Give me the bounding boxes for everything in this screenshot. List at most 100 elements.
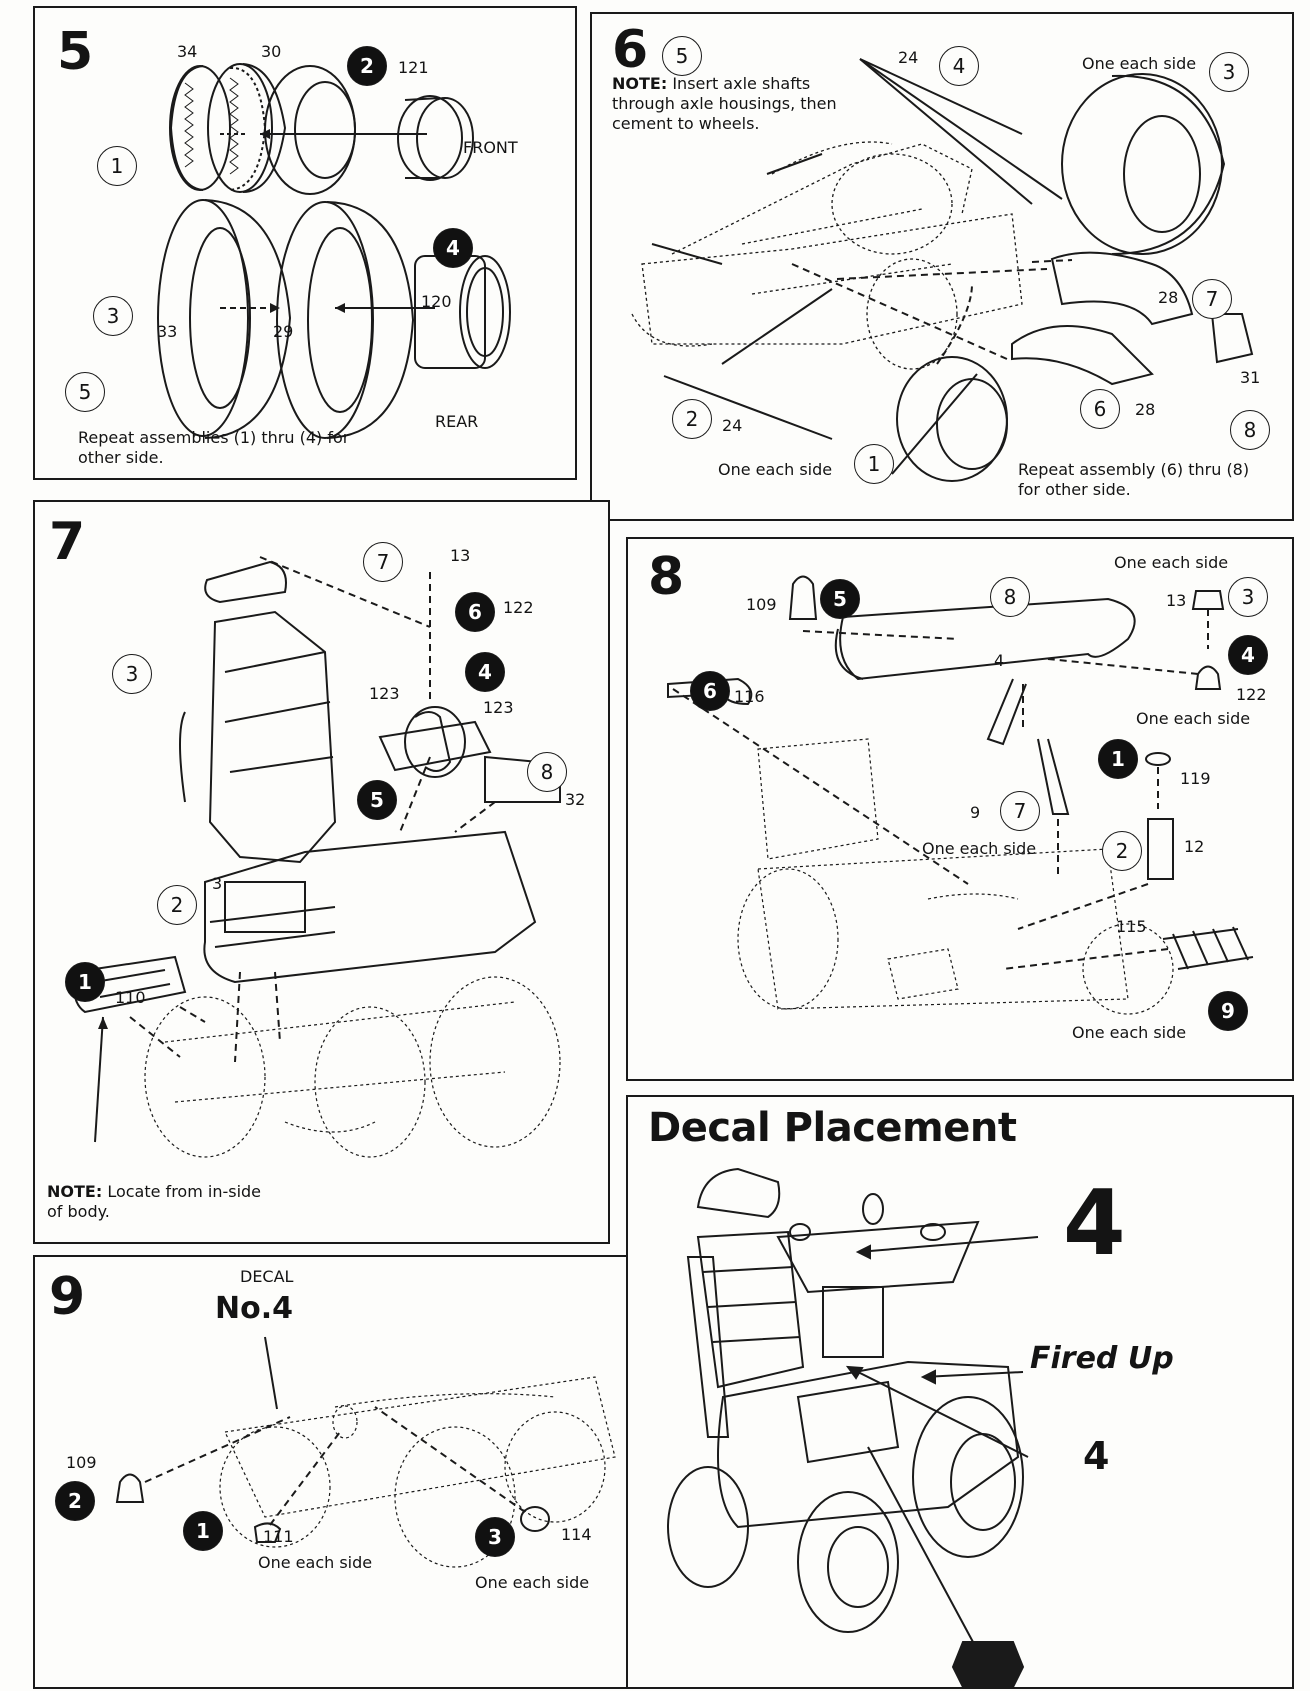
part-label: 123	[369, 684, 400, 703]
part-label: 121	[398, 58, 429, 77]
step-5-panel: 5	[33, 6, 577, 480]
part-label: One each side	[1136, 709, 1251, 728]
part-label: 116	[734, 687, 765, 706]
callout-circle: 7	[363, 542, 403, 582]
part-label: 12	[1184, 837, 1205, 856]
callout-circle: 5	[65, 372, 105, 412]
step-6-panel: 6	[590, 12, 1294, 521]
front-wheel-assembly-drawing	[157, 63, 511, 439]
callout-circle: 3	[1209, 52, 1249, 92]
fired-up-decal-text: Fired Up	[1030, 1341, 1174, 1376]
part-label: 13	[450, 546, 471, 565]
decal-placement-panel: Decal Placement	[626, 1095, 1294, 1689]
part-label: 31	[1240, 368, 1261, 387]
part-label: 24	[722, 416, 743, 435]
callout-circle: 6	[690, 671, 730, 711]
callout-circle: 5	[662, 36, 702, 76]
part-label: 9	[970, 803, 981, 822]
step-number: 5	[57, 22, 93, 82]
part-label: FRONT	[463, 138, 518, 157]
callout-circle: 1	[1098, 739, 1138, 779]
decal-number: No.4	[215, 1291, 293, 1326]
engine-body-assembly-drawing	[72, 556, 561, 1158]
callout-circle: 2	[672, 399, 712, 439]
part-label: One each side	[1072, 1023, 1187, 1042]
callout-circle: 8	[1230, 410, 1270, 450]
part-label: 110	[115, 988, 146, 1007]
part-label: One each side	[475, 1573, 590, 1592]
part-label: 4	[994, 651, 1005, 670]
callout-circle: 2	[55, 1481, 95, 1521]
note-label: NOTE:	[47, 1182, 103, 1201]
part-label: 111	[263, 1527, 294, 1546]
callout-circle: 7	[1192, 279, 1232, 319]
part-label: One each side	[258, 1553, 373, 1572]
step-number: 8	[648, 547, 684, 607]
part-label: 13	[1166, 591, 1187, 610]
step-8-panel: 8	[626, 537, 1294, 1081]
part-label: 34	[177, 42, 198, 61]
callout-circle: 5	[357, 780, 397, 820]
note-text: Locate from in-side of body.	[47, 1182, 262, 1221]
callout-circle: 3	[1228, 577, 1268, 617]
part-label: One each side	[1082, 54, 1197, 73]
callout-circle: 1	[65, 962, 105, 1002]
note-label: NOTE:	[612, 74, 668, 93]
rear-axle-assembly-drawing	[631, 58, 1254, 482]
decal-placement-title: Decal Placement	[648, 1105, 1017, 1151]
callout-circle: 9	[1208, 991, 1248, 1031]
repeat-note: Repeat assembly (6) thru (8) for other s…	[1018, 460, 1250, 499]
callout-circle: 2	[347, 46, 387, 86]
decal-number-wing: 4	[1063, 1171, 1126, 1276]
part-label: 122	[1236, 685, 1267, 704]
callout-circle: 3	[112, 654, 152, 694]
callout-circle: 6	[1080, 389, 1120, 429]
axle-note: NOTE: Insert axle shafts through axle ho…	[612, 74, 852, 134]
part-label: 28	[1158, 288, 1179, 307]
part-label: 114	[561, 1525, 592, 1544]
step-number: 7	[49, 512, 85, 572]
part-label: 24	[898, 48, 919, 67]
callout-circle: 4	[1228, 635, 1268, 675]
part-label: One each side	[1114, 553, 1229, 572]
decal-number-side: 4	[1083, 1434, 1110, 1478]
callout-circle: 5	[820, 579, 860, 619]
callout-circle: 4	[465, 652, 505, 692]
step-9-panel: 9 DECAL No.4 109 2 1 111 One each side 3…	[33, 1255, 642, 1689]
callout-circle: 8	[527, 752, 567, 792]
callout-circle: 1	[854, 444, 894, 484]
part-label: One each side	[922, 839, 1037, 858]
wing-ladder-assembly-drawing	[667, 575, 1254, 1015]
step-number: 9	[49, 1267, 85, 1327]
callout-circle: 4	[939, 46, 979, 86]
part-label: 115	[1116, 917, 1147, 936]
part-label: REAR	[435, 412, 479, 431]
callout-circle: 1	[183, 1511, 223, 1551]
callout-circle: 4	[433, 228, 473, 268]
part-label: 109	[746, 595, 777, 614]
part-label: 3	[212, 874, 223, 893]
part-label: 109	[66, 1453, 97, 1472]
part-label: 123	[483, 698, 514, 717]
part-label: 28	[1135, 400, 1156, 419]
repeat-note: Repeat assemblies (1) thru (4) for other…	[78, 428, 350, 467]
lights-decal-drawing	[115, 1336, 616, 1568]
part-label: 122	[503, 598, 534, 617]
part-label: 119	[1180, 769, 1211, 788]
part-label: 33	[157, 322, 178, 341]
body-note: NOTE: Locate from in-side of body.	[47, 1182, 267, 1222]
part-label: 120	[421, 292, 452, 311]
part-label: 32	[565, 790, 586, 809]
finished-model-drawing	[667, 1167, 1039, 1688]
callout-circle: 3	[93, 296, 133, 336]
step-number: 6	[612, 20, 648, 80]
callout-circle: 2	[157, 885, 197, 925]
part-label: 29	[273, 322, 294, 341]
note-text: Insert axle shafts through axle housings…	[612, 74, 837, 133]
part-label: 30	[261, 42, 282, 61]
part-label: One each side	[718, 460, 833, 479]
callout-circle: 1	[97, 146, 137, 186]
callout-circle: 8	[990, 577, 1030, 617]
callout-circle: 2	[1102, 831, 1142, 871]
callout-circle: 3	[475, 1517, 515, 1557]
